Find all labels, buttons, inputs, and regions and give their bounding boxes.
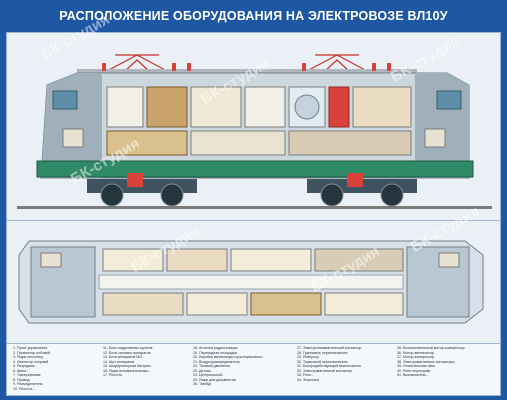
roof-insulators <box>102 63 391 71</box>
legend-item: 15. Аккумуляторная батарея <box>103 364 151 369</box>
legend-item: 31. Быстродействующий выключатель <box>297 364 362 369</box>
legend-item: 17. Реостат <box>103 373 123 378</box>
legend-column-1: 1. Пульт управления 2. Прожектор лобовой… <box>13 346 50 391</box>
pantograph-rear <box>306 54 368 72</box>
rear-cab-plan <box>406 246 470 318</box>
legend-item: 28. Групповые переключатели <box>297 350 348 355</box>
legend-column-3: 18. Антенна радиостанции 19. Переходная … <box>193 346 265 387</box>
legend-item: 12. Блок силовых аппаратов <box>103 350 151 355</box>
legend-column-2: 11. Блок индуктивных шунтов 12. Блок сил… <box>103 346 152 378</box>
legend-item: 8. Привод <box>13 377 30 382</box>
legend-column-5: 35. Вспомогательный мотор-компрессор 36.… <box>397 346 465 378</box>
legend-column-4: 27. Электропневматический контактор 28. … <box>297 346 361 382</box>
legend-item: 9. Разъединитель <box>13 382 43 387</box>
plan-view-drawing <box>18 240 484 324</box>
legend-panel: 1. Пульт управления 2. Прожектор лобовой… <box>6 343 501 396</box>
poster-title: РАСПОЛОЖЕНИЕ ОБОРУДОВАНИЯ НА ЭЛЕКТРОВОЗЕ… <box>59 9 448 23</box>
underframe-skirt <box>36 160 474 178</box>
legend-item: 41. Выключатель... <box>397 373 429 378</box>
legend-item: 16. Ящик вспомогательных... <box>103 368 152 373</box>
legend-item: 40. Реле перегрузки <box>397 368 431 373</box>
legend-item: 13. Блок аппаратов №2 <box>103 355 143 360</box>
legend-item: 3. Ящик песочниц <box>13 355 43 360</box>
legend-item: 32. Электромагнитный контактор <box>297 368 353 373</box>
legend-item: 35. Вспомогательный мотор-компрессор <box>397 346 465 350</box>
interior-equipment <box>62 86 446 156</box>
legend-item: 27. Электропневматический контактор <box>297 346 362 350</box>
legend-item: 23. Датчик... <box>193 368 214 373</box>
legend-item: 11. Блок индуктивных шунтов <box>103 346 153 350</box>
legend-item: 34. Форточка <box>297 377 319 382</box>
plan-equipment <box>40 248 460 316</box>
legend-item: 1. Пульт управления <box>13 346 48 350</box>
legend-item: 22. Тяговый двигатель <box>193 364 231 369</box>
legend-item: 39. Отопительная печь <box>397 364 436 369</box>
legend-item: 38. Электромагнитные контакторы <box>397 359 455 364</box>
legend-item: 29. Реверсор <box>297 355 319 360</box>
legend-item: 4. Изолятор опорный <box>13 359 49 364</box>
legend-item: 7. Токоприемник <box>13 373 41 378</box>
legend-item: 10. Реостат... <box>13 386 35 391</box>
legend-item: 14. Щит аппаратов <box>103 359 135 364</box>
legend-item: 21. Воздухораспределитель <box>193 359 240 364</box>
rear-window <box>436 90 462 110</box>
central-corridor <box>98 274 404 290</box>
legend-item: 6. Шина <box>13 368 27 373</box>
side-view-panel: БК-студия БК-студия БК-студия БК-студия <box>6 11 501 221</box>
legend-item: 26. Тамбур <box>193 382 212 387</box>
legend-item: 37. Мотор-компрессор <box>397 355 435 360</box>
rail <box>17 206 492 209</box>
side-view-drawing <box>17 54 492 209</box>
front-window <box>52 90 78 110</box>
pantograph-front <box>106 54 168 72</box>
roof-bus <box>77 69 417 73</box>
plan-view-panel: БК-студия БК-студия БК-студия <box>6 203 501 344</box>
legend-item: 20. Коробка вентиляции пускотормозного..… <box>193 355 266 360</box>
legend-item: 24. Центральный... <box>193 373 225 378</box>
legend-item: 30. Тормозной переключатель <box>297 359 348 364</box>
legend-item: 5. Разрядник <box>13 364 35 369</box>
legend-item: 2. Прожектор лобовой <box>13 350 51 355</box>
legend-item: 33. Реле... <box>297 373 315 378</box>
legend-item: 19. Переходная площадка <box>193 350 237 355</box>
legend-item: 36. Мотор-вентилятор <box>397 350 434 355</box>
legend-item: 25. Ящик для документов <box>193 377 236 382</box>
legend-item: 18. Антенна радиостанции <box>193 346 238 350</box>
